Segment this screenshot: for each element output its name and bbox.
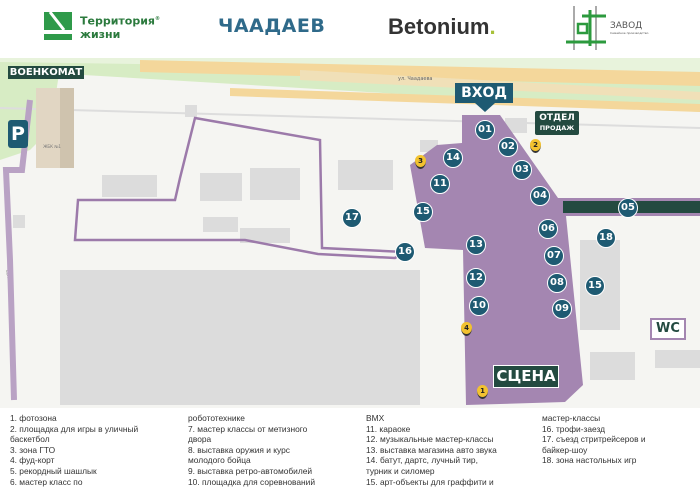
zavod-tagline: Семейное производство [610,31,649,35]
buildings [13,105,700,405]
legend-line: баскетбол [10,434,50,445]
entrance-label: ВХОД [455,83,513,103]
legend-line: 5. рекордный шашлык [10,465,97,476]
entrance-arrow-icon [475,103,495,112]
zone-marker-03[interactable]: 03 [512,160,532,180]
legend-line: 13. выставка магазина авто звука [366,444,497,455]
legend-line: робототехнике [188,413,245,423]
sponsor-logos: Территория® жизни ЧААДАЕВ Betonium. ЗАВО… [0,0,700,60]
zone-marker-02[interactable]: 02 [498,137,518,157]
military-label: ВОЕНКОМАТ [8,66,84,79]
territory-logo-icon [44,12,72,40]
street-label: ул. Чаадаева [398,76,433,82]
event-map: ЖБК №1 ул. Чаадаева Сельское ш. ВОЕНКОМА… [0,58,700,408]
legend-line: 3. зона ГТО [10,444,56,455]
zone-marker-12[interactable]: 12 [466,268,486,288]
map-canvas: ЖБК №1 ул. Чаадаева Сельское ш. [0,58,700,408]
zone-marker-13[interactable]: 13 [466,235,486,255]
zone-marker-15[interactable]: 15 [585,276,605,296]
territory-line2: жизни [80,27,121,41]
betonium-text: Betonium [388,14,490,39]
betonium-dot: . [489,14,496,39]
zone-marker-04[interactable]: 04 [530,186,550,206]
legend-line: 18. зона настольных игр [542,455,637,466]
betonium-logo: Betonium. [388,14,496,40]
legend-line: 4. фуд-корт [10,455,55,466]
territory-logo: Территория® жизни [44,12,160,42]
building-zhbk-label: ЖБК №1 [43,144,61,149]
wc-label: WC [650,318,686,340]
territory-mark: ® [155,16,160,23]
zone-marker-09[interactable]: 09 [552,299,572,319]
legend-line: 10. площадка для соревнований [188,476,316,487]
territory-line1: Территория [80,14,155,28]
zone-marker-10[interactable]: 10 [469,296,489,316]
legend-line: 17. съезд стритрейсеров и [542,434,646,445]
zone-marker-08[interactable]: 08 [547,273,567,293]
legend-line: молодого бойца [188,455,251,466]
legend-line: мастер-классы [542,413,601,423]
legend-line: BMX [366,413,385,423]
legend-line: 6. мастер класс по [10,476,83,487]
legend-line: 16. трофи-заезд [542,423,605,434]
legend-line: 14. батут, дартс, лучный тир, [366,455,478,466]
legend-line: турник и силомер [366,465,435,476]
zone-marker-11[interactable]: 11 [430,174,450,194]
legend-line: 7. мастер классы от метизного [188,423,308,434]
sales-line2: ПРОДАЖ [539,124,575,132]
zavod-logo-icon [566,6,606,50]
zone-marker-17[interactable]: 17 [342,208,362,228]
zone-marker-07[interactable]: 07 [544,246,564,266]
pin-4-icon[interactable]: 4 [461,322,472,336]
legend-line: двора [188,434,212,445]
legend-line: 8. выставка оружия и курс [188,444,290,455]
pin-1-icon[interactable]: 1 [477,385,488,399]
pin-2-icon[interactable]: 2 [530,139,541,153]
legend-line: 9. выставка ретро-автомобилей [188,465,313,476]
parking-sign[interactable]: P [8,120,28,148]
sales-office-label: ОТДЕЛ ПРОДАЖ [535,111,579,135]
legend-line: 2. площадка для игры в уличный [10,423,139,434]
zone-marker-18[interactable]: 18 [596,228,616,248]
route-outline [73,116,410,260]
legend-line: байкер-шоу [542,444,588,455]
legend-line: 12. музыкальные мастер-классы [366,434,494,445]
zavod-name: ЗАВОД [610,21,643,31]
zavod-logo: ЗАВОД Семейное производство [562,6,649,50]
zone-marker-05[interactable]: 05 [618,198,638,218]
sales-line1: ОТДЕЛ [539,113,575,123]
stage-label: СЦЕНА [493,365,559,388]
legend-line: 11. караоке [366,423,411,434]
zone-marker-01[interactable]: 01 [475,120,495,140]
legend-line: 15. арт-объекты для граффити и [366,476,494,487]
road [140,60,700,86]
zone-marker-14[interactable]: 14 [443,148,463,168]
chaadaev-logo: ЧААДАЕВ [218,15,326,37]
legend-line: 1. фотозона [10,413,57,423]
pin-3-icon[interactable]: 3 [415,155,426,169]
zone-marker-15[interactable]: 15 [413,202,433,222]
zone-marker-06[interactable]: 06 [538,219,558,239]
zone-marker-16[interactable]: 16 [395,242,415,262]
